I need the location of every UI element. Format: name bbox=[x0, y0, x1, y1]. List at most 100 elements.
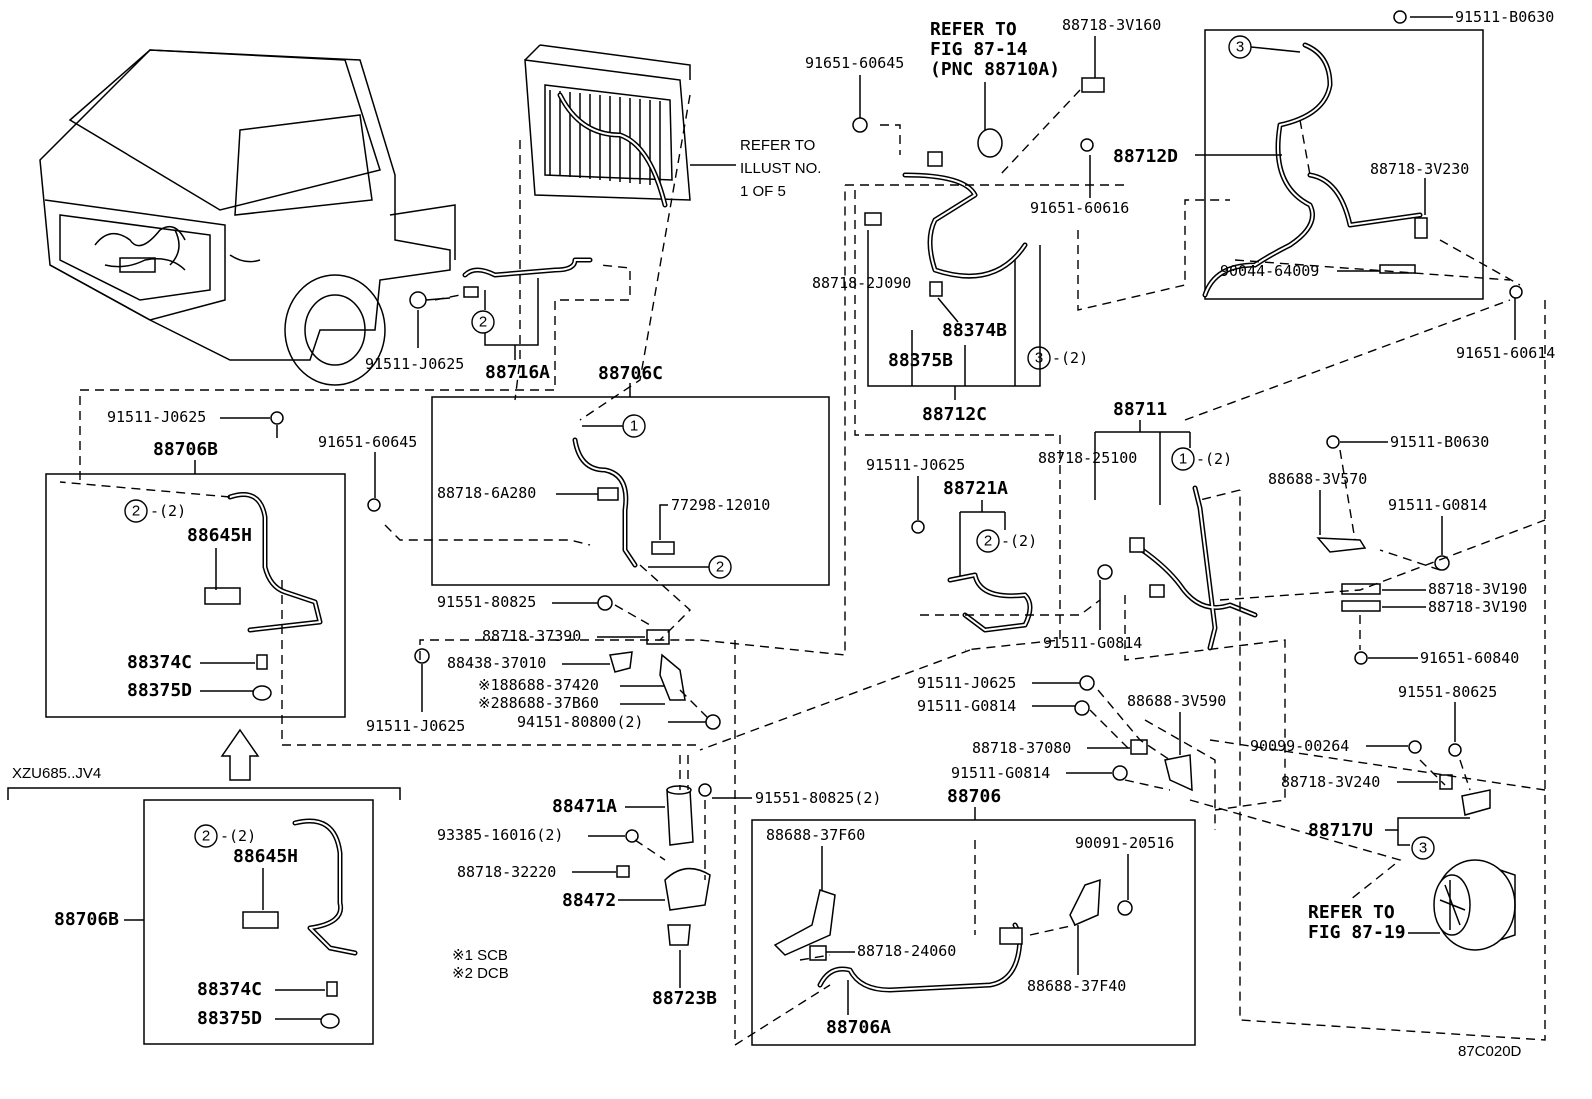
svg-text:FIG 87-19: FIG 87-19 bbox=[1308, 922, 1406, 943]
bolt-icon bbox=[698, 783, 712, 797]
bracket-icon bbox=[1069, 878, 1101, 926]
label-91651-60616: 91651-60616 bbox=[1030, 199, 1129, 217]
label-88711: 88711 bbox=[1113, 399, 1167, 420]
label-88688-3V590: 88688-3V590 bbox=[1127, 692, 1226, 710]
label-91511-J0625-b: 91511-J0625 bbox=[107, 408, 206, 426]
label-88375D-top: 88375D bbox=[127, 680, 192, 701]
label-88712D: 88712D bbox=[1113, 146, 1178, 167]
svg-text:ILLUST NO.: ILLUST NO. bbox=[740, 160, 821, 177]
callout-3-circle bbox=[1027, 346, 1051, 370]
box-88706B-top bbox=[45, 473, 346, 718]
hose-88721A bbox=[947, 572, 1033, 633]
label-91511-J0625-d: 91511-J0625 bbox=[866, 456, 965, 474]
clamp-icon bbox=[646, 629, 670, 645]
label-88718-6A280: 88718-6A280 bbox=[437, 484, 536, 502]
label-91551-80825: 91551-80825 bbox=[437, 593, 536, 611]
label-variant: XZU685..JV4 bbox=[12, 765, 101, 782]
sensor-icon bbox=[256, 654, 268, 670]
label-88718-3V190-a: 88718-3V190 bbox=[1428, 580, 1527, 598]
label-88718-24060: 88718-24060 bbox=[857, 942, 956, 960]
box-88706B-bottom bbox=[143, 799, 374, 1045]
refer-illust: REFER TO ILLUST NO. 1 OF 5 bbox=[740, 137, 821, 200]
callout-1-circle bbox=[1171, 447, 1195, 471]
clamp-icon bbox=[864, 212, 882, 226]
label-88718-3V240: 88718-3V240 bbox=[1281, 773, 1380, 791]
label-88718-3V190-b: 88718-3V190 bbox=[1428, 598, 1527, 616]
label-88718-25100: 88718-25100 bbox=[1038, 449, 1137, 467]
clip-icon bbox=[616, 865, 630, 878]
label-91551-80625: 91551-80625 bbox=[1398, 683, 1497, 701]
label-88718-2J090: 88718-2J090 bbox=[812, 274, 911, 292]
svg-text:3: 3 bbox=[1035, 350, 1043, 367]
label-88721A: 88721A bbox=[943, 478, 1008, 499]
svg-text:3: 3 bbox=[1419, 840, 1427, 857]
arrow-up-icon bbox=[220, 728, 260, 781]
clamp-icon bbox=[1341, 600, 1381, 612]
svg-text:2: 2 bbox=[716, 559, 724, 576]
bolt-icon bbox=[625, 829, 639, 843]
bolt-icon bbox=[409, 291, 427, 309]
label-88374C-top: 88374C bbox=[127, 652, 192, 673]
svg-text:REFER TO: REFER TO bbox=[740, 137, 815, 154]
bolt-icon bbox=[1354, 651, 1368, 665]
callout-2-circle bbox=[124, 499, 148, 523]
box-88712D bbox=[1204, 29, 1484, 300]
clamp-icon bbox=[1439, 774, 1453, 790]
hose-88706B-top bbox=[204, 492, 323, 633]
label-88374C-bottom: 88374C bbox=[197, 979, 262, 1000]
bolt-icon bbox=[1080, 138, 1094, 152]
label-88438-37010: 88438-37010 bbox=[447, 654, 546, 672]
label-88717U: 88717U bbox=[1308, 820, 1373, 841]
dashed-connection-lines bbox=[59, 89, 1546, 1046]
notes: ※1 SCB ※2 DCB bbox=[452, 947, 509, 982]
condenser-illustration bbox=[524, 44, 691, 208]
cap-icon bbox=[252, 685, 272, 701]
bracket-icon bbox=[659, 653, 686, 701]
bolt-icon bbox=[1079, 675, 1095, 691]
bolt-icon bbox=[367, 498, 381, 512]
label-88706: 88706 bbox=[947, 786, 1001, 807]
label-88645H-top: 88645H bbox=[187, 525, 252, 546]
label-188688-37420: ※188688-37420 bbox=[478, 676, 599, 694]
bracket-icon bbox=[609, 651, 633, 673]
label-91511-J0625-e: 91511-J0625 bbox=[917, 674, 1016, 692]
bolt-icon bbox=[597, 595, 613, 611]
callout-3-text: 3 bbox=[1236, 39, 1244, 56]
bolt-icon bbox=[1074, 700, 1090, 716]
figure-code: 87C020D bbox=[1458, 1043, 1522, 1060]
bolt-icon bbox=[1509, 285, 1523, 299]
truck-cab-illustration bbox=[39, 49, 456, 386]
label-91511-G0814-a: 91511-G0814 bbox=[1043, 634, 1142, 652]
hose-88706C bbox=[572, 437, 675, 568]
label-91551-80825-2: 91551-80825(2) bbox=[755, 789, 881, 807]
label-88688-37F40: 88688-37F40 bbox=[1027, 977, 1126, 995]
refer-fig-87-14: REFER TO FIG 87-14 (PNC 88710A) bbox=[930, 19, 1060, 80]
svg-text:-(2): -(2) bbox=[220, 827, 256, 845]
label-88472: 88472 bbox=[562, 890, 616, 911]
bolt-icon bbox=[1097, 564, 1113, 580]
label-88471A: 88471A bbox=[552, 796, 617, 817]
compressor-illustration bbox=[1433, 859, 1516, 951]
bolt-icon bbox=[852, 117, 868, 133]
label-90091-20516: 90091-20516 bbox=[1075, 834, 1174, 852]
label-88718-37080: 88718-37080 bbox=[972, 739, 1071, 757]
svg-text:※2 DCB: ※2 DCB bbox=[452, 965, 509, 982]
hose-88706B-bottom bbox=[242, 818, 358, 956]
nut-icon bbox=[705, 714, 721, 730]
label-90099-00264: 90099-00264 bbox=[1250, 737, 1349, 755]
svg-text:REFER TO: REFER TO bbox=[1308, 902, 1395, 923]
callout-suffix: -(2) bbox=[1052, 349, 1088, 367]
label-91511-G0814-b: 91511-G0814 bbox=[1388, 496, 1487, 514]
label-88718-32220: 88718-32220 bbox=[457, 863, 556, 881]
label-91511-G0814-d: 91511-G0814 bbox=[951, 764, 1050, 782]
label-91651-60645-top: 91651-60645 bbox=[805, 54, 904, 72]
label-91511-B0630-top: 91511-B0630 bbox=[1455, 8, 1554, 26]
label-77298-12010: 77298-12010 bbox=[671, 496, 770, 514]
label-88723B: 88723B bbox=[652, 988, 717, 1009]
clamp-icon bbox=[1081, 77, 1105, 93]
label-91511-J0625-a: 91511-J0625 bbox=[365, 355, 464, 373]
label-93385-16016: 93385-16016(2) bbox=[437, 826, 563, 844]
label-91651-60645-mid: 91651-60645 bbox=[318, 433, 417, 451]
label-91651-60614: 91651-60614 bbox=[1456, 344, 1555, 362]
